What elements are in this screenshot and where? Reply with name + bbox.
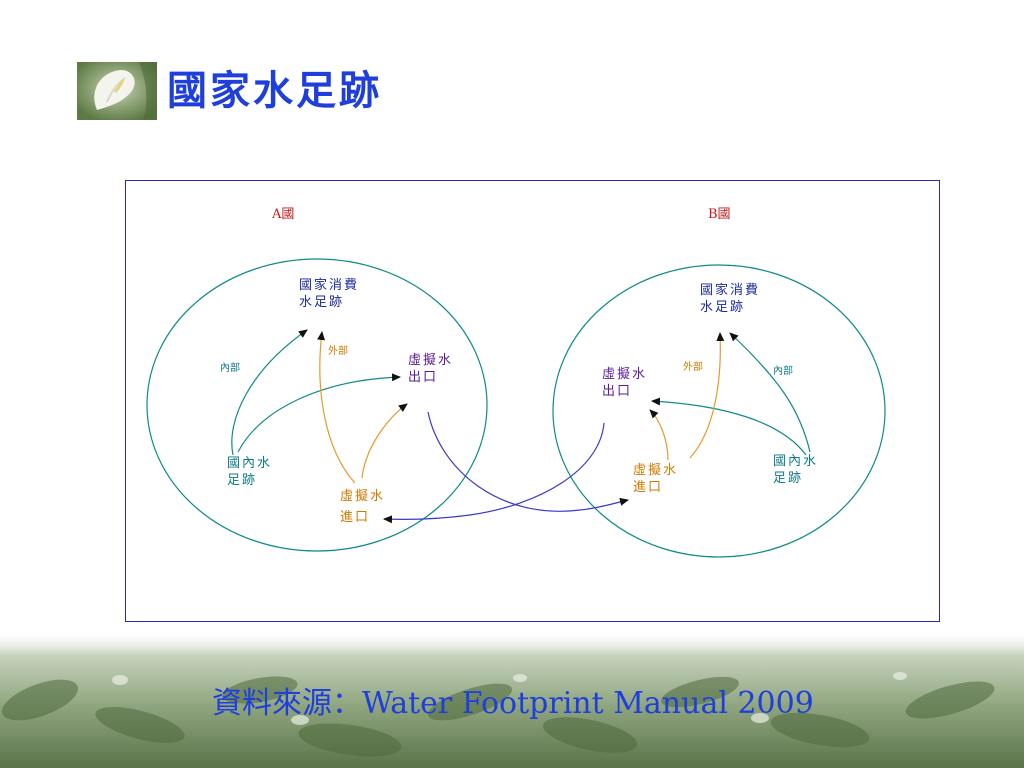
a-consumption-footprint-label: 國家消費水足跡 — [299, 278, 360, 310]
a-virtual-import-label: 虛擬水進口 — [340, 489, 386, 525]
b-virtual-import-label: 虛擬水進口 — [633, 463, 679, 495]
source-label: 資料來源： — [212, 686, 362, 721]
b-external-label: 外部 — [683, 362, 703, 373]
country-b-label: B國 — [708, 207, 731, 222]
source-text: Water Footprint Manual 2009 — [362, 686, 814, 721]
country-a-label: A國 — [272, 207, 295, 222]
b-virtual-export-label: 虛擬水出口 — [602, 367, 648, 399]
a-internal-label: 內部 — [220, 363, 240, 374]
b-domestic-footprint-label: 國內水足跡 — [773, 454, 819, 486]
slide-title: 國家水足跡 — [167, 67, 382, 114]
a-external-label: 外部 — [328, 346, 348, 357]
a-domestic-footprint-label: 國內水足跡 — [227, 456, 273, 488]
foliage-background-image — [0, 630, 1024, 768]
b-consumption-footprint-label: 國家消費水足跡 — [700, 283, 761, 315]
source-citation: 資料來源：Water Footprint Manual 2009 — [212, 684, 814, 724]
a-virtual-export-label: 虛擬水出口 — [408, 353, 454, 385]
diagram-frame — [125, 180, 940, 622]
b-internal-label: 內部 — [773, 366, 793, 377]
calla-lily-logo — [77, 62, 157, 120]
